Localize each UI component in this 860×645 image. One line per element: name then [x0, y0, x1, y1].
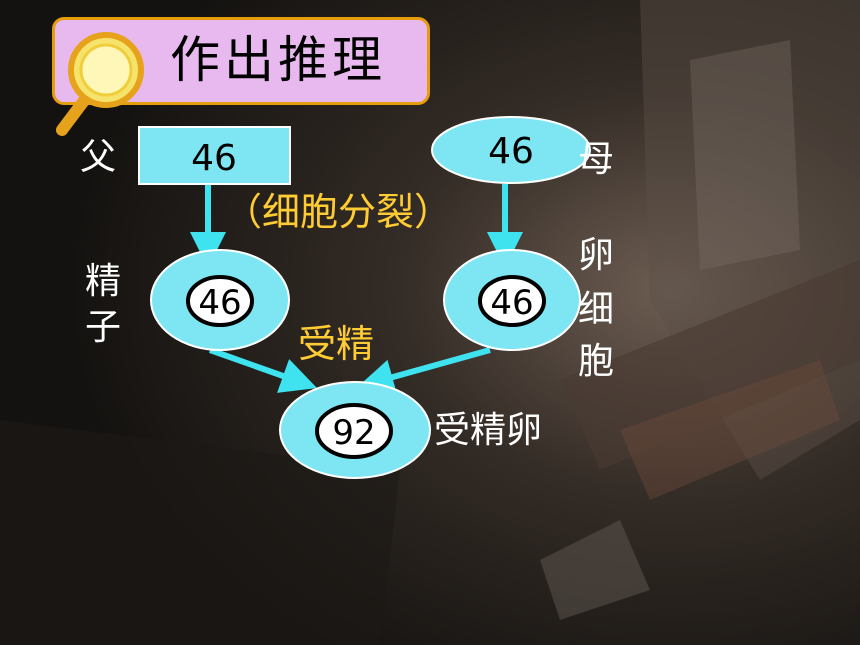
fertilization-label: 受精: [298, 322, 375, 366]
zygote-value: 92: [332, 413, 375, 453]
father-value: 46: [191, 138, 237, 179]
mother-ellipse: [431, 116, 591, 184]
father-label: 父: [80, 137, 117, 178]
page-title: 作出推理: [170, 31, 386, 89]
mother-label: 母: [578, 139, 615, 180]
sperm-label-2: 子: [85, 307, 122, 348]
zygote-nucleus: [315, 403, 393, 459]
father-box: [138, 126, 291, 185]
egg-value: 46: [490, 283, 533, 323]
egg-label-3: 胞: [578, 341, 615, 382]
arrow-sperm-to-zygote: [208, 347, 317, 393]
mother-value: 46: [488, 131, 534, 172]
sperm-label-1: 精: [85, 261, 122, 302]
zygote-label: 受精卵: [434, 410, 543, 451]
sperm-nucleus: [186, 275, 254, 327]
egg-nucleus: [478, 275, 546, 327]
cell-division-label: （细胞分裂）: [224, 190, 453, 234]
arrow-egg-to-zygote: [357, 347, 491, 395]
sperm-value: 46: [198, 283, 241, 323]
egg-label-2: 细: [578, 289, 615, 330]
egg-label-1: 卵: [578, 235, 615, 276]
magnifier-icon: [56, 32, 144, 136]
